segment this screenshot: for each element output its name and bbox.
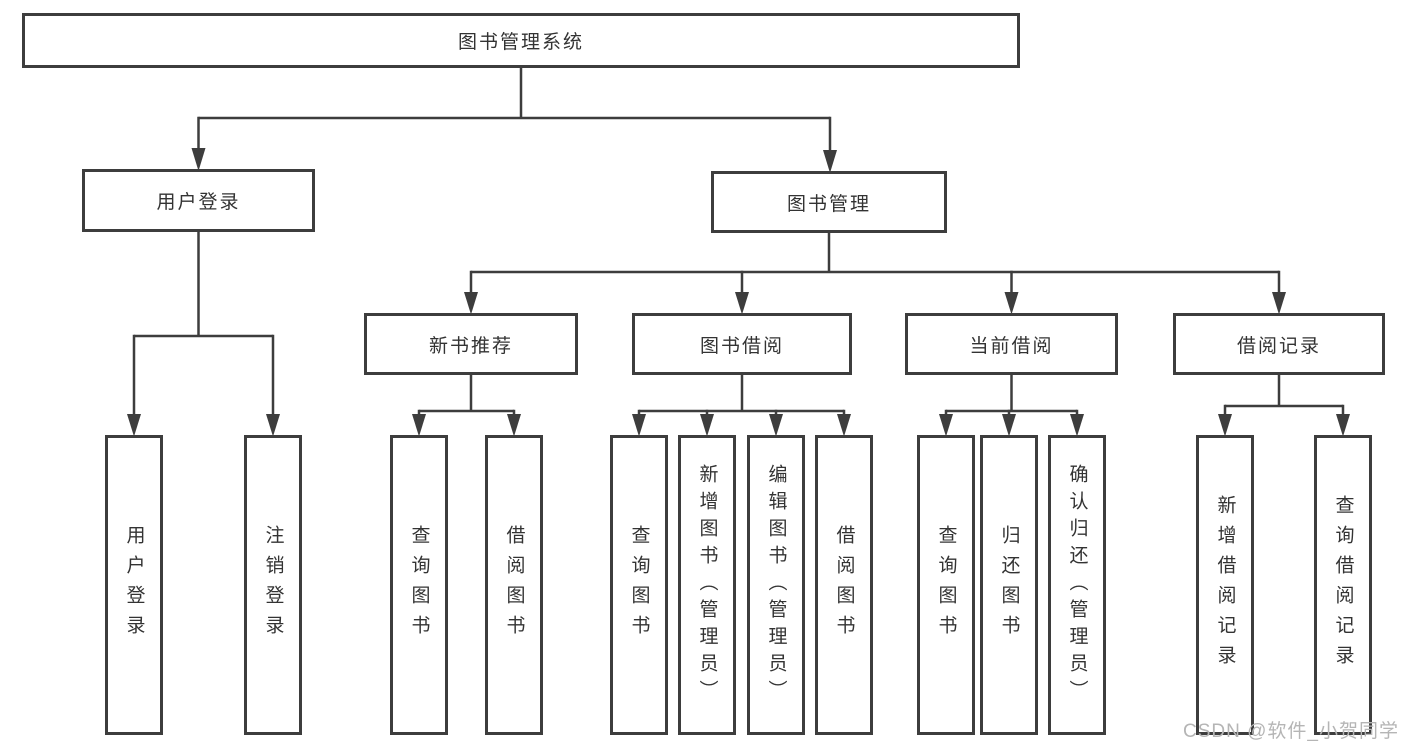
leaf-query-borrow-record: 查询借阅记录	[1314, 435, 1372, 735]
leaf-query-books-borrow: 查询图书	[610, 435, 668, 735]
leaf-user-login: 用户登录	[105, 435, 163, 735]
leaf-query-books-recommend: 查询图书	[390, 435, 448, 735]
node-book-borrow: 图书借阅	[632, 313, 852, 375]
leaf-return-books: 归还图书	[980, 435, 1038, 735]
leaf-logout: 注销登录	[244, 435, 302, 735]
leaf-borrow-books: 借阅图书	[815, 435, 873, 735]
node-user-login: 用户登录	[82, 169, 315, 232]
node-borrow-records: 借阅记录	[1173, 313, 1385, 375]
leaf-confirm-return-admin: 确认归还（管理员）	[1048, 435, 1106, 735]
node-book-management: 图书管理	[711, 171, 947, 233]
node-new-book-recommend: 新书推荐	[364, 313, 578, 375]
leaf-add-book-admin: 新增图书（管理员）	[678, 435, 736, 735]
leaf-borrow-books-recommend: 借阅图书	[485, 435, 543, 735]
leaf-add-borrow-record: 新增借阅记录	[1196, 435, 1254, 735]
csdn-watermark: CSDN @软件_小贺同学	[1183, 721, 1399, 742]
node-current-borrow: 当前借阅	[905, 313, 1118, 375]
node-root-system: 图书管理系统	[22, 13, 1020, 68]
leaf-query-books-current: 查询图书	[917, 435, 975, 735]
leaf-edit-book-admin: 编辑图书（管理员）	[747, 435, 805, 735]
